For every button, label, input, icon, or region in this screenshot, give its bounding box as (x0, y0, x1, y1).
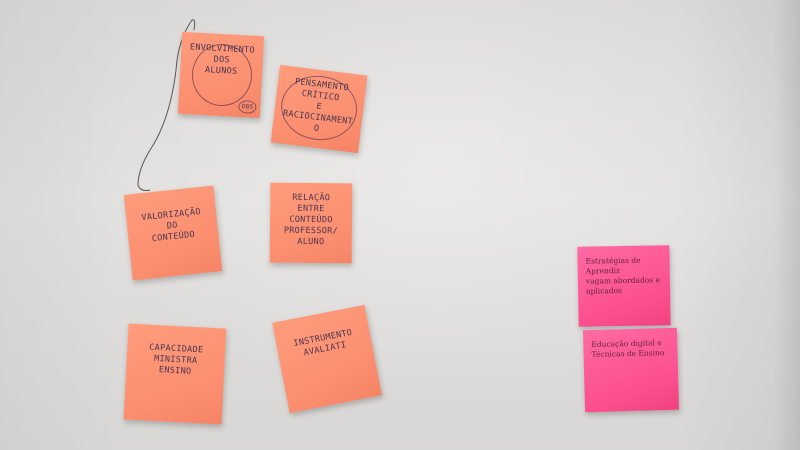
sticky-note-educacao[interactable]: Educação digital e Técnicas de Ensino (582, 327, 680, 413)
sticky-note-envolvimento[interactable]: ENVOLVIMENTO DOS ALUNOS OBS (177, 31, 265, 119)
note-text: INSTRUMENTO AVALIATI (292, 327, 354, 359)
sticky-note-pensamento[interactable]: PENSAMENTO CRÍTICO E RACIOCINAMENTO (270, 64, 368, 154)
note-text: CAPACIDADE MINISTRA ENSINO (148, 342, 204, 377)
note-text: RELAÇÃO ENTRE CONTEÚDO PROFESSOR/ ALUNO (283, 192, 339, 248)
note-text: Educação digital e Técnicas de Ensino (591, 338, 665, 360)
note-stamp: OBS (238, 99, 257, 114)
sticky-note-valorizacao[interactable]: VALORIZAÇÃO DO CONTEÚDO (123, 185, 223, 281)
sticky-note-instrumento[interactable]: INSTRUMENTO AVALIATI (272, 304, 382, 414)
sticky-note-estrategias[interactable]: Estratégias de Aprendiz vagam abordados … (577, 245, 671, 327)
note-text: VALORIZAÇÃO DO CONTEÚDO (140, 207, 202, 245)
note-text: Estratégias de Aprendiz vagam abordados … (585, 255, 661, 296)
sticky-note-capacidade[interactable]: CAPACIDADE MINISTRA ENSINO (123, 323, 227, 425)
sticky-note-relacao[interactable]: RELAÇÃO ENTRE CONTEÚDO PROFESSOR/ ALUNO (269, 182, 353, 264)
wall-edge (774, 0, 800, 450)
